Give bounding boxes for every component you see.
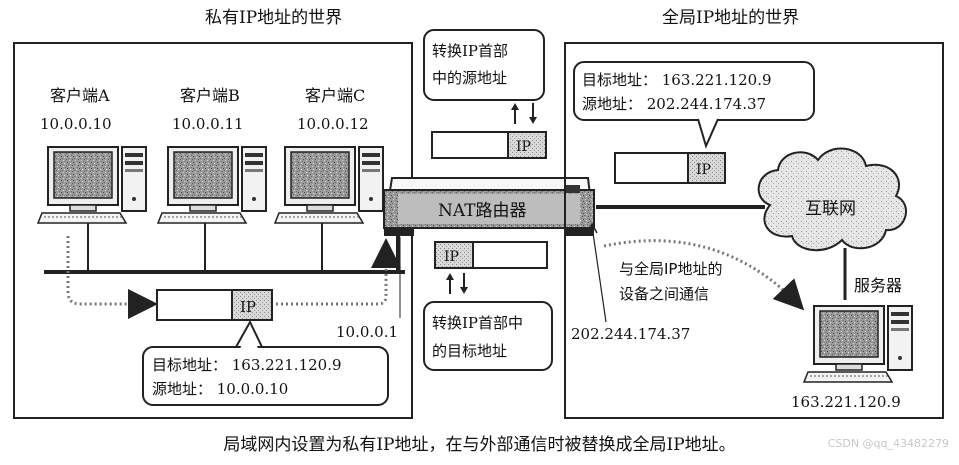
server-ip: 163.221.120.9: [791, 393, 901, 411]
client-b-ip: 10.0.0.11: [172, 115, 244, 133]
global-packet-label: IP: [696, 162, 711, 178]
router-top-note-line1: 转换IP首部: [432, 42, 508, 60]
router-top-note-line2: 中的源地址: [432, 69, 507, 87]
internet-cloud: 互联网: [759, 149, 906, 251]
router-top-packet: IP: [432, 132, 546, 158]
internet-label: 互联网: [805, 199, 856, 219]
router-top-note: 转换IP首部 中的源地址: [424, 30, 544, 100]
nat-router: NAT路由器: [384, 178, 594, 236]
global-note-src: 源地址： 202.244.174.37: [582, 95, 766, 113]
private-note-dst: 目标地址： 163.221.120.9: [152, 356, 342, 374]
client-a-name: 客户端A: [50, 86, 110, 105]
computer-icon: [275, 147, 383, 223]
outside-ip-pointer: [592, 226, 606, 322]
server-computer-icon: [804, 306, 912, 382]
router-bottom-note: 转换IP首部中 的目标地址: [424, 302, 552, 370]
private-packet: IP: [157, 290, 272, 320]
router-bottom-packet: IP: [435, 242, 547, 268]
computer-icon: [38, 147, 146, 223]
private-note-src: 源地址： 10.0.0.10: [152, 380, 288, 398]
server-label: 服务器: [854, 276, 902, 295]
router-top-packet-label: IP: [516, 139, 531, 155]
comm-note-line1: 与全局IP地址的: [619, 260, 722, 278]
comm-note-line2: 设备之间通信: [619, 285, 709, 303]
up-down-arrows-top: [511, 103, 537, 124]
router-bottom-note-line1: 转换IP首部中: [432, 314, 523, 332]
client-b-name: 客户端B: [180, 86, 240, 105]
client-b: 客户端B 10.0.0.11: [158, 86, 266, 272]
router-inside-ip: 10.0.0.1: [336, 323, 398, 341]
computer-icon: [158, 147, 266, 223]
up-down-arrows-bottom: [446, 273, 468, 294]
client-a: 客户端A 10.0.0.10: [38, 86, 146, 272]
router-label: NAT路由器: [438, 201, 527, 221]
client-c-ip: 10.0.0.12: [297, 115, 369, 133]
global-note-dst: 目标地址： 163.221.120.9: [582, 71, 772, 89]
router-bottom-note-line2: 的目标地址: [432, 342, 507, 360]
client-c: 客户端C 10.0.0.12: [275, 86, 383, 272]
client-c-name: 客户端C: [305, 86, 365, 105]
router-outside-ip: 202.244.174.37: [571, 325, 690, 343]
private-world-title: 私有IP地址的世界: [205, 8, 342, 28]
global-world-title: 全局IP地址的世界: [662, 8, 799, 28]
global-address-note: 目标地址： 163.221.120.9 源地址： 202.244.174.37: [574, 62, 814, 146]
global-packet: IP: [615, 153, 725, 183]
private-packet-ip-label: IP: [240, 298, 256, 316]
router-bottom-packet-label: IP: [444, 249, 459, 265]
diagram-caption: 局域网内设置为私有IP地址，在与外部通信时被替换成全局IP地址。: [0, 430, 959, 455]
watermark: CSDN @qq_43482279: [828, 437, 949, 450]
client-a-ip: 10.0.0.10: [40, 115, 112, 133]
